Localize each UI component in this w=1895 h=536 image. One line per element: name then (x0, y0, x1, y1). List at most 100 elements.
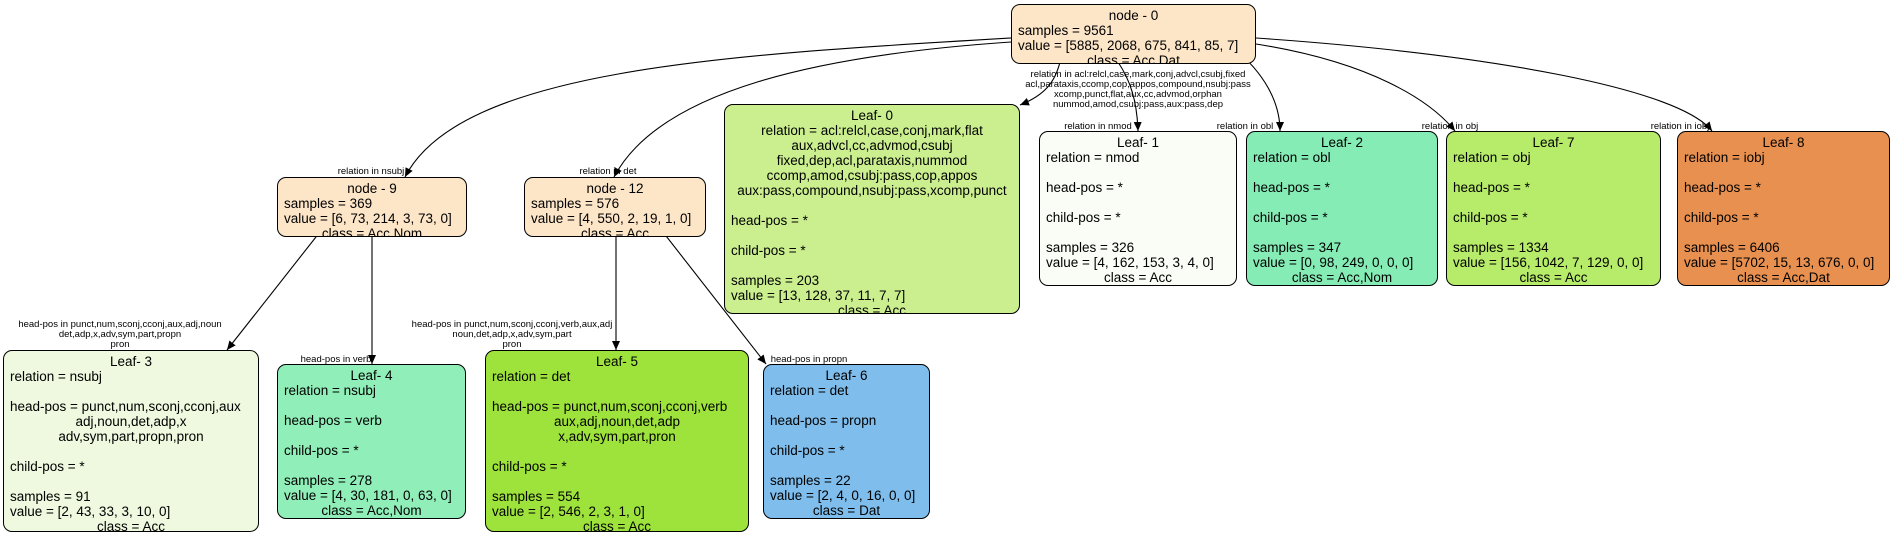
node-relation-line: aux,advcl,cc,advmod,csubj (791, 138, 953, 153)
node-title: node - 12 (586, 181, 644, 196)
node-value: value = [4, 162, 153, 3, 4, 0] (1046, 255, 1214, 270)
node-class: class = Acc (581, 226, 649, 237)
node-class: class = Acc,Nom (321, 503, 422, 518)
node-child-pos: child-pos = * (284, 443, 359, 458)
edge-label-n12: relation in det (579, 166, 637, 177)
node-title: node - 0 (1108, 8, 1159, 23)
tree-node-12: node - 12 samples = 576 value = [4, 550,… (524, 177, 706, 237)
node-child-pos: child-pos = * (1253, 210, 1328, 225)
edge-label-leaf7: relation in obj (1421, 121, 1479, 132)
tree-leaf-6: Leaf- 6 relation = det head-pos = propn … (763, 364, 930, 519)
tree-node-9: node - 9 samples = 369 value = [6, 73, 2… (277, 177, 467, 237)
node-value: value = [156, 1042, 7, 129, 0, 0] (1453, 255, 1644, 270)
node-value: value = [2, 546, 2, 3, 1, 0] (492, 504, 645, 519)
node-relation-line: relation = det (492, 369, 571, 384)
tree-leaf-3: Leaf- 3 relation = nsubj head-pos = punc… (3, 350, 259, 532)
node-samples: samples = 6406 (1684, 240, 1780, 255)
edge-label-leaf5-line: pron (502, 339, 522, 350)
node-relation-line: relation = nsubj (284, 383, 376, 398)
node-samples: samples = 347 (1253, 240, 1342, 255)
node-class: class = Acc,Dat (1737, 270, 1830, 285)
edge-n0-leaf7 (1255, 43, 1456, 132)
node-value: value = [2, 43, 33, 3, 10, 0] (10, 504, 171, 519)
node-samples: samples = 9561 (1018, 23, 1114, 38)
node-relation-line: relation = obj (1453, 150, 1531, 165)
node-class: class = Acc (1519, 270, 1588, 285)
edge-label-leaf8: relation in iobj (1650, 121, 1710, 132)
edge-label-leaf2: relation in obl (1216, 121, 1274, 132)
edge-label-leaf0: relation in acl:relcl,case,mark,conj,adv… (1025, 70, 1251, 110)
node-value: value = [2, 4, 0, 16, 0, 0] (770, 488, 916, 503)
edge-label-n9: relation in nsubj (337, 166, 405, 177)
edge-label-leaf0-line: nummod,amod,csubj:pass,aux:pass,dep (1052, 99, 1224, 110)
edge-label-leaf6: head-pos in propn (770, 354, 848, 365)
tree-leaf-5: Leaf- 5 relation = det head-pos = punct,… (485, 350, 749, 532)
node-samples: samples = 91 (10, 489, 91, 504)
edge-label-leaf0-line: acl,parataxis,ccomp,cop,appos,compound,n… (1025, 79, 1251, 90)
tree-leaf-1: Leaf- 1 relation = nmod head-pos = * chi… (1039, 131, 1237, 286)
edge-n0-leaf8 (1255, 37, 1713, 132)
node-samples: samples = 1334 (1453, 240, 1549, 255)
node-title: node - 9 (347, 181, 397, 196)
edge-n0-n12 (613, 41, 1012, 178)
node-title: Leaf- 7 (1532, 135, 1575, 150)
node-class: class = Acc,Nom (1291, 270, 1393, 285)
node-samples: samples = 369 (284, 196, 373, 211)
node-samples: samples = 554 (492, 489, 581, 504)
node-relation-line: fixed,dep,acl,parataxis,nummod (776, 153, 968, 168)
node-relation-line: ccomp,amod,csubj:pass,cop,appos (766, 168, 978, 183)
node-child-pos: child-pos = * (731, 243, 806, 258)
edge-label-leaf5-line: noun,det,adp,x,adv,sym,part (452, 329, 572, 340)
node-child-pos: child-pos = * (1684, 210, 1759, 225)
node-head-pos: head-pos = * (1684, 180, 1761, 195)
tree-leaf-2: Leaf- 2 relation = obl head-pos = * chil… (1246, 131, 1438, 286)
tree-leaf-4: Leaf- 4 relation = nsubj head-pos = verb… (277, 364, 466, 519)
node-child-pos: child-pos = * (1453, 210, 1528, 225)
node-title: Leaf- 8 (1762, 135, 1805, 150)
node-relation-line: relation = acl:relcl,case,conj,mark,flat (761, 123, 983, 138)
node-head-pos: head-pos = * (1046, 180, 1123, 195)
node-child-pos: child-pos = * (770, 443, 845, 458)
node-class: class = Acc (97, 519, 165, 532)
node-samples: samples = 278 (284, 473, 373, 488)
node-title: Leaf- 1 (1116, 135, 1160, 150)
node-head-pos-line: x,adv,sym,part,pron (558, 429, 676, 444)
node-child-pos: child-pos = * (1046, 210, 1121, 225)
node-class: class = Dat (812, 503, 881, 518)
node-head-pos: head-pos = * (731, 213, 808, 228)
node-head-pos-line: adv,sym,part,propn,pron (58, 429, 204, 444)
node-head-pos: head-pos = punct,num,sconj,cconj,verb (492, 399, 728, 414)
node-head-pos: head-pos = propn (770, 413, 877, 428)
node-class: class = Acc,Dat (1087, 53, 1180, 64)
node-class: class = Acc (1104, 270, 1172, 285)
edge-n0-leaf0 (1019, 61, 1061, 106)
node-relation-line: aux:pass,compound,nsubj:pass,xcomp,punct (737, 183, 1007, 198)
node-samples: samples = 22 (770, 473, 851, 488)
node-head-pos: head-pos = * (1453, 180, 1530, 195)
node-value: value = [4, 30, 181, 0, 63, 0] (284, 488, 452, 503)
node-head-pos: head-pos = punct,num,sconj,cconj,aux (10, 399, 241, 414)
node-head-pos-line: adj,noun,det,adp,x (75, 414, 187, 429)
node-title: Leaf- 4 (350, 368, 393, 383)
node-title: Leaf- 0 (850, 108, 894, 123)
node-value: value = [5702, 15, 13, 676, 0, 0] (1684, 255, 1875, 270)
edge-label-leaf0-line: xcomp,punct,flat,aux,cc,advmod,orphan (1054, 89, 1222, 100)
edge-label-leaf3-line: head-pos in punct,num,sconj,cconj,aux,ad… (18, 319, 222, 330)
node-class: class = Acc (583, 519, 651, 532)
tree-leaf-0: Leaf- 0 relation = acl:relcl,case,conj,m… (724, 104, 1020, 314)
node-samples: samples = 326 (1046, 240, 1135, 255)
tree-node-0: node - 0 samples = 9561 value = [5885, 2… (1011, 4, 1256, 64)
node-relation-line: relation = obl (1253, 150, 1331, 165)
edge-label-leaf5-line: head-pos in punct,num,sconj,cconj,verb,a… (411, 319, 613, 330)
node-child-pos: child-pos = * (492, 459, 567, 474)
node-samples: samples = 203 (731, 273, 820, 288)
node-value: value = [0, 98, 249, 0, 0, 0] (1253, 255, 1414, 270)
node-relation-line: relation = det (770, 383, 849, 398)
node-title: Leaf- 5 (595, 354, 639, 369)
tree-leaf-7: Leaf- 7 relation = obj head-pos = * chil… (1446, 131, 1661, 286)
node-title: Leaf- 2 (1320, 135, 1364, 150)
node-title: Leaf- 6 (825, 368, 868, 383)
edge-n0-leaf1 (1117, 61, 1142, 132)
node-title: Leaf- 3 (109, 354, 153, 369)
edge-label-leaf5: head-pos in punct,num,sconj,cconj,verb,a… (412, 320, 613, 350)
